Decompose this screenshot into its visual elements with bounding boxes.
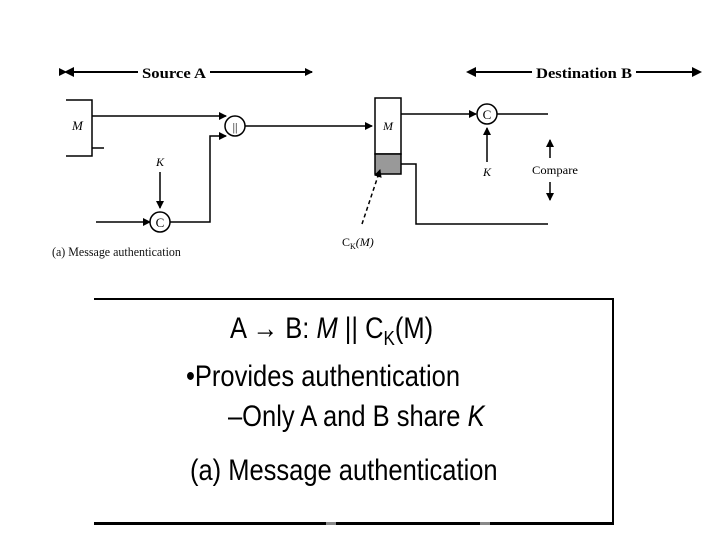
message-box-left [66, 99, 93, 157]
mac-pointer [361, 169, 382, 225]
source-range-arrow [59, 67, 313, 77]
bullet-provides-authentication: •Provides authentication [186, 360, 461, 393]
transmitted-mac-block [374, 153, 402, 175]
key-left-label: K [155, 155, 165, 169]
artifact-mark [326, 522, 336, 525]
diagram-caption: (a) Message authentication [52, 244, 181, 259]
box-caption: (a) Message authentication [190, 454, 498, 487]
key-right-label: K [482, 165, 492, 179]
concat-symbol: || [233, 120, 238, 134]
sub-bullet-shared-key: –Only A and B share K [228, 400, 485, 433]
artifact-mark [480, 522, 490, 525]
mac-to-concat-line [170, 132, 227, 223]
source-label: Source A [142, 66, 206, 82]
destination-label: Destination B [536, 66, 632, 82]
mac-to-compare-line [401, 163, 548, 225]
mac-diagram: Source A Destination B M K C || M CK(M) … [59, 66, 702, 251]
message-left-label: M [71, 118, 84, 133]
mac-function-left-label: C [156, 215, 165, 230]
notation-line: A → B: M || CK(M) [230, 312, 434, 350]
compare-label: Compare [532, 163, 578, 177]
message-mid-label: M [382, 119, 394, 133]
summary-box: A → B: M || CK(M) •Provides authenticati… [94, 298, 614, 525]
mac-function-right-label: C [483, 107, 492, 122]
destination-range-arrow [466, 67, 702, 77]
mac-label: CK(M) [342, 235, 374, 251]
